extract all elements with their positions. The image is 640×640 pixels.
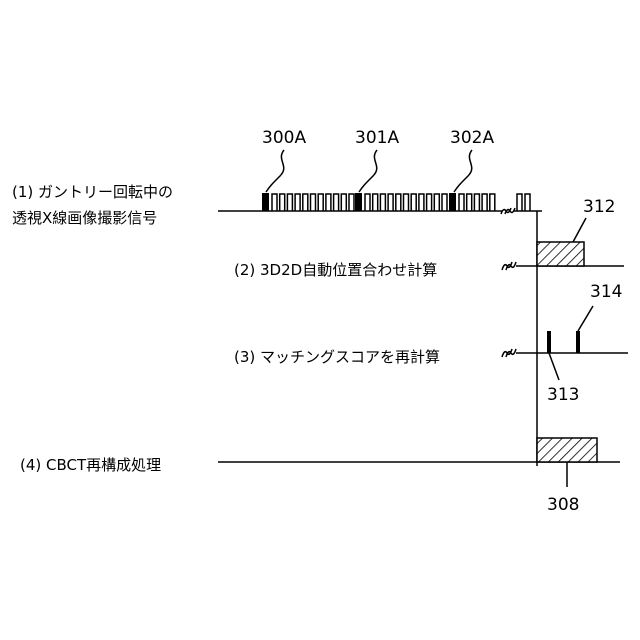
pulse: [272, 194, 277, 211]
pulse: [334, 194, 339, 211]
pulse: [517, 194, 522, 211]
pulse-302a: [449, 193, 456, 211]
pulse: [380, 194, 385, 211]
pulse: [434, 194, 439, 211]
pulse: [459, 194, 464, 211]
pulse: [404, 194, 409, 211]
leader-314: [578, 306, 593, 331]
pulse: [419, 194, 424, 211]
pulse: [311, 194, 316, 211]
ref-label-308: 308: [547, 495, 579, 515]
row-label-gantry-line1: (1) ガントリー回転中の: [12, 183, 173, 201]
pulse: [467, 194, 472, 211]
pulse: [365, 194, 370, 211]
row1-break-mark: [501, 208, 515, 214]
pulse: [349, 194, 354, 211]
pulse-301a: [355, 193, 362, 211]
pulse: [341, 194, 346, 211]
row-label-cbct: (4) CBCT再構成処理: [20, 456, 161, 474]
pulse: [388, 194, 393, 211]
ref-label-301a: 301A: [355, 128, 399, 148]
ref-label-314: 314: [590, 282, 622, 302]
mark-314: [576, 331, 580, 353]
row-label-registration: (2) 3D2D自動位置合わせ計算: [234, 261, 437, 279]
ref-label-313: 313: [547, 385, 579, 405]
row-label-gantry-line2: 透視X線画像撮影信号: [12, 209, 157, 227]
pulse: [490, 194, 495, 211]
block-308: [537, 438, 597, 462]
pulse: [442, 194, 447, 211]
pulse: [295, 194, 300, 211]
row-label-matching: (3) マッチングスコアを再計算: [234, 348, 440, 366]
pulse: [326, 194, 331, 211]
pulse-300a: [262, 193, 269, 211]
mark-313: [547, 331, 551, 353]
pulse: [318, 194, 323, 211]
leader-312: [573, 218, 586, 242]
ref-label-312: 312: [583, 197, 615, 217]
ref-label-300a: 300A: [262, 128, 306, 148]
block-312: [537, 242, 584, 266]
row2-break-mark: [502, 262, 516, 270]
pulse: [525, 194, 530, 211]
xray-pulse-train: [262, 193, 530, 211]
pulse: [411, 194, 416, 211]
ref-label-302a: 302A: [450, 128, 494, 148]
pulse: [474, 194, 479, 211]
pulse: [280, 194, 285, 211]
row3-break-mark: [502, 349, 516, 357]
pulse: [373, 194, 378, 211]
leader-313: [549, 353, 559, 380]
pulse: [287, 194, 292, 211]
pulse: [396, 194, 401, 211]
pulse: [427, 194, 432, 211]
pulse: [482, 194, 487, 211]
leader-302a: [454, 150, 472, 192]
pulse: [303, 194, 308, 211]
leader-300a: [266, 150, 284, 192]
leader-301a: [359, 150, 377, 192]
